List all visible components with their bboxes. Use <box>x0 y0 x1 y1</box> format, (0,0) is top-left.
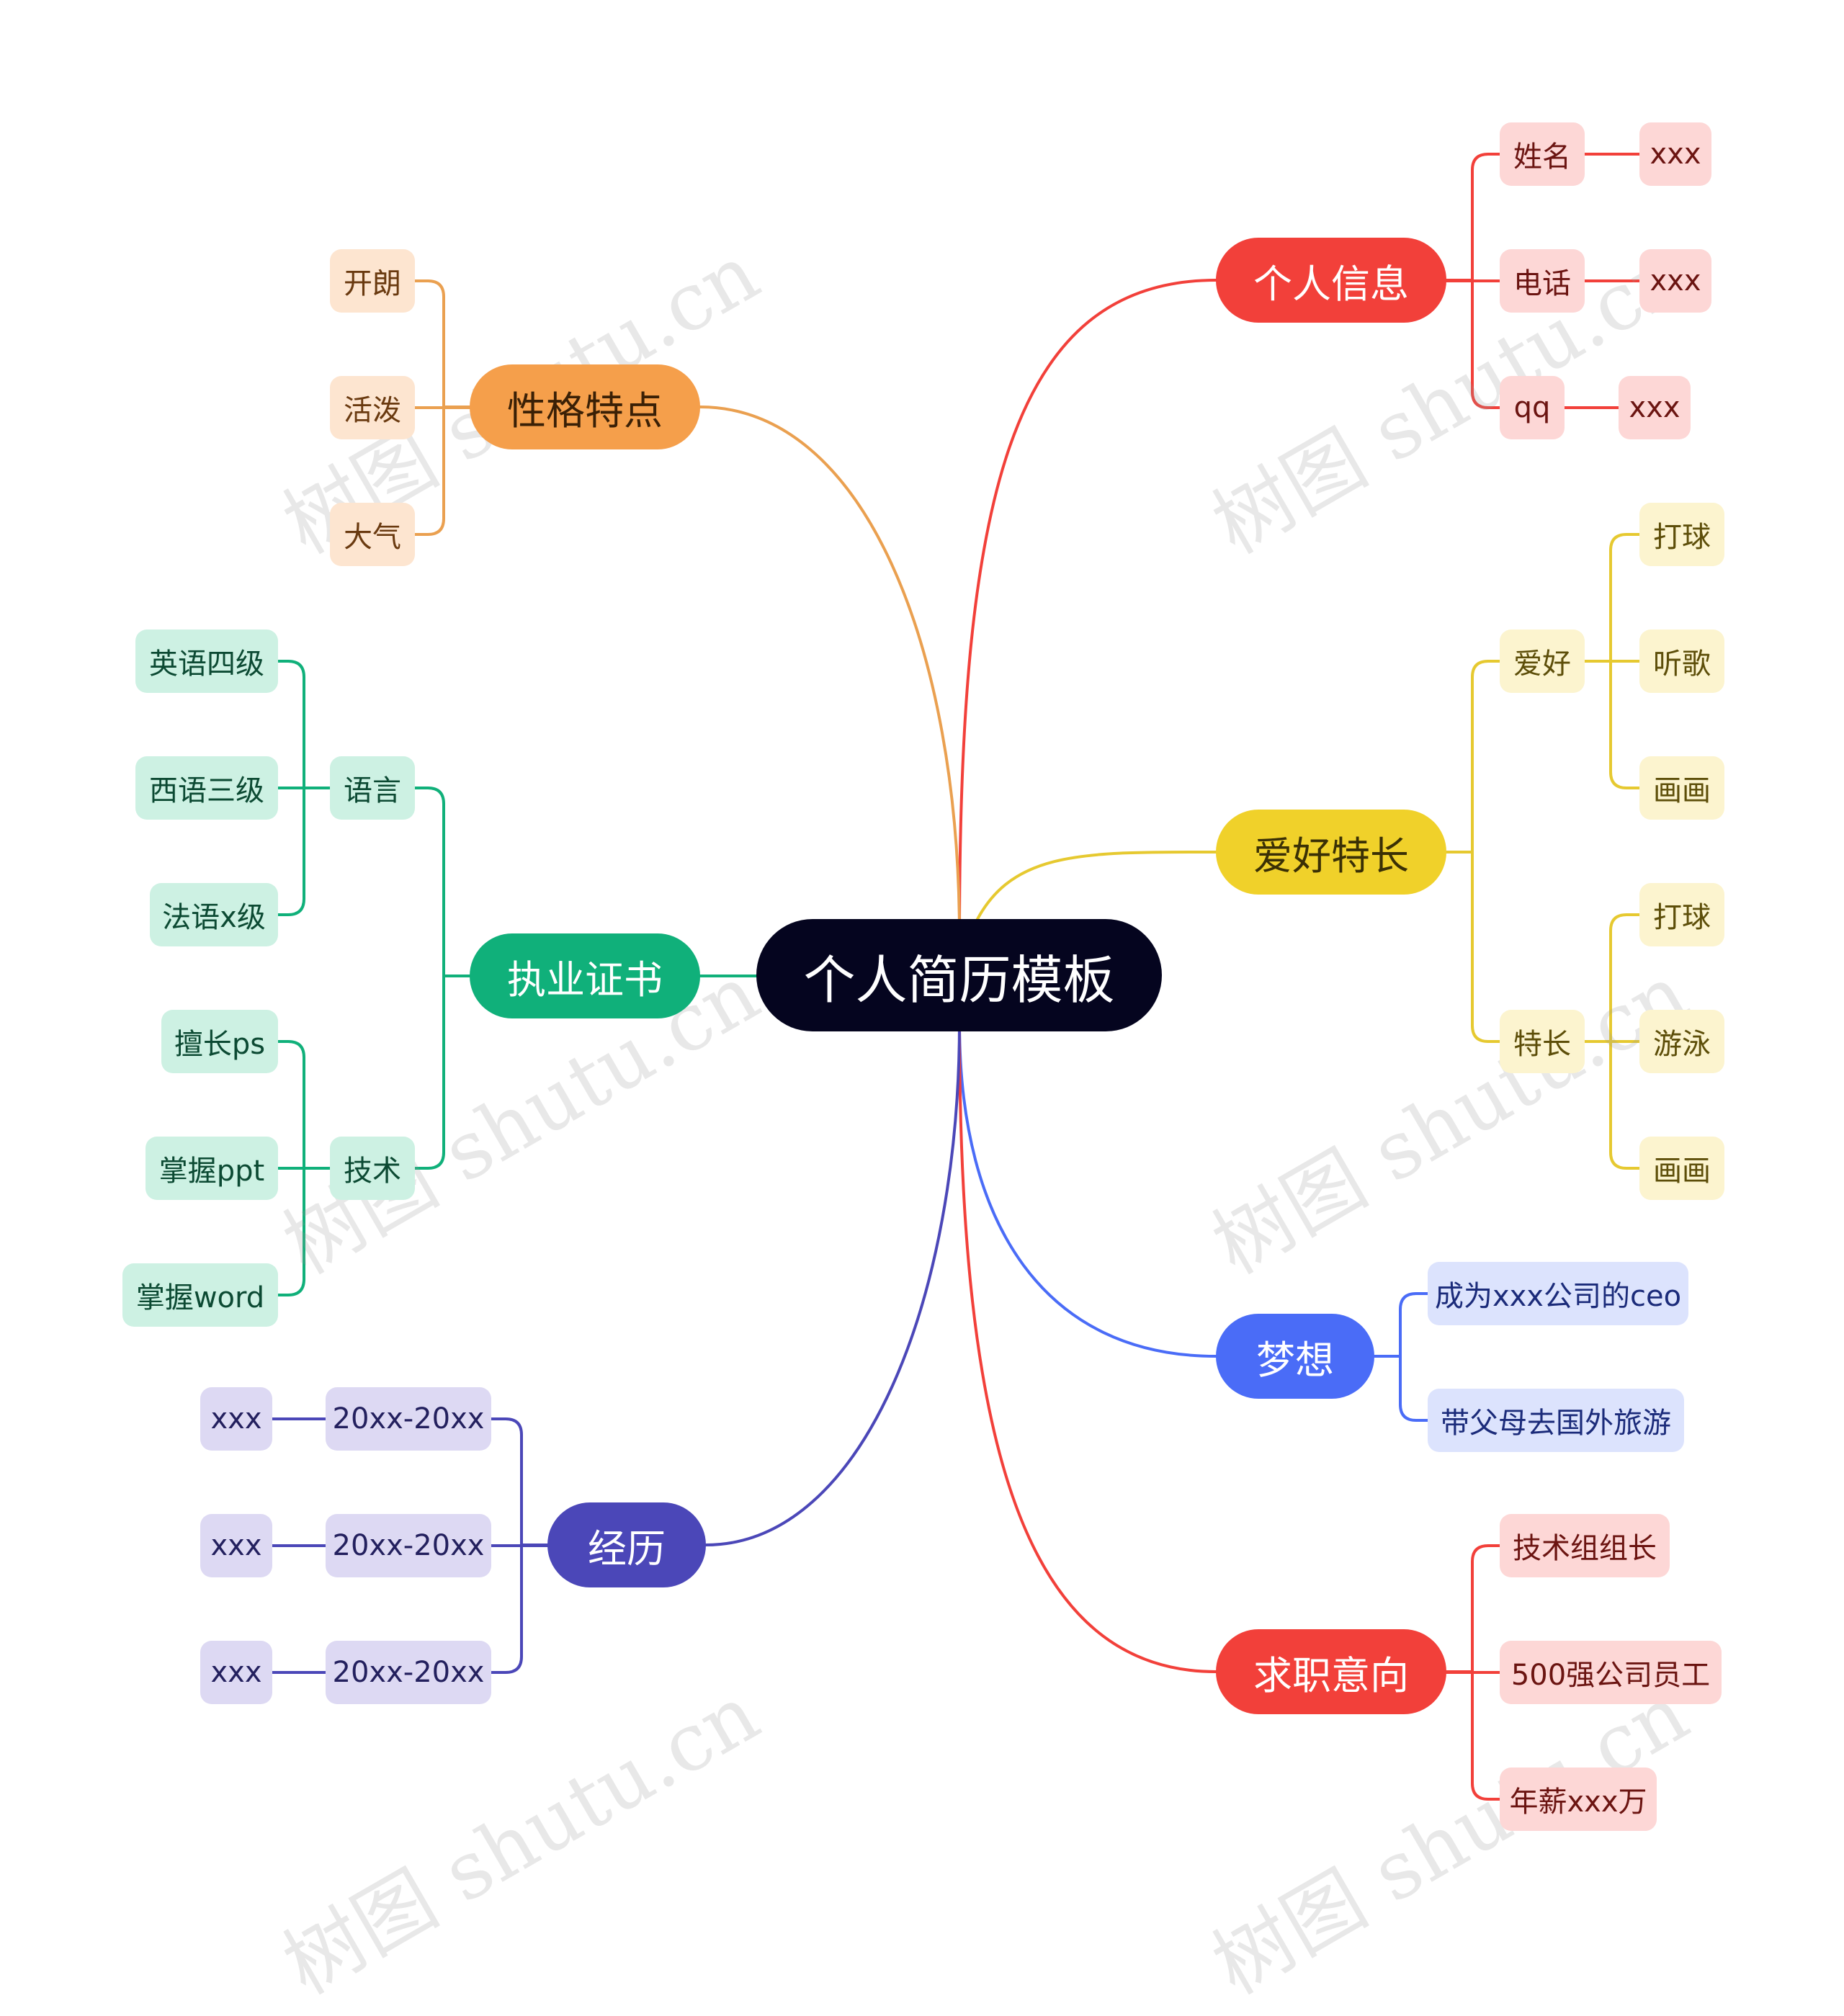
edge-root-hobby <box>971 850 1217 931</box>
personal-name-label[interactable]: 姓名 <box>1500 122 1585 186</box>
edge-personal <box>1445 279 1501 409</box>
hobby-group-specialties[interactable]: 特长 <box>1500 1010 1585 1073</box>
edge-root-job <box>958 1021 1217 1673</box>
skill-item[interactable]: 掌握word <box>122 1263 278 1327</box>
edge-root-personal <box>958 279 1217 938</box>
experience-period[interactable]: 20xx-20xx <box>326 1514 491 1577</box>
personal-qq-label[interactable]: qq <box>1500 376 1565 439</box>
branch-experience[interactable]: 经历 <box>547 1502 706 1587</box>
personal-phone-label[interactable]: 电话 <box>1500 249 1585 313</box>
edge-language-items <box>277 660 331 789</box>
personality-item[interactable]: 开朗 <box>330 249 415 313</box>
edge-cert <box>413 787 471 977</box>
experience-period[interactable]: 20xx-20xx <box>326 1387 491 1451</box>
edge-skill-items <box>277 1040 331 1170</box>
hobby-group-hobbies[interactable]: 爱好 <box>1500 630 1585 693</box>
edge-job <box>1445 1670 1501 1801</box>
personality-item[interactable]: 大气 <box>330 503 415 566</box>
edge-root-personality <box>699 406 961 938</box>
experience-detail[interactable]: xxx <box>200 1387 272 1451</box>
skill-item[interactable]: 擅长ps <box>161 1010 278 1073</box>
edge-job <box>1445 1544 1501 1673</box>
branch-personal-info[interactable]: 个人信息 <box>1216 238 1446 323</box>
edge-dream <box>1373 1292 1429 1358</box>
skill-item[interactable]: 掌握ppt <box>146 1137 278 1200</box>
hobby-item[interactable]: 听歌 <box>1639 630 1724 693</box>
edge-hobby-items <box>1583 533 1641 663</box>
dream-item[interactable]: 带父母去国外旅游 <box>1428 1389 1684 1452</box>
hobby-item[interactable]: 打球 <box>1639 503 1724 566</box>
mindmap-canvas: 树图 shutu.cn 树图 shutu.cn 树图 shutu.cn 树图 s… <box>122 122 1724 2012</box>
specialty-item[interactable]: 打球 <box>1639 883 1724 946</box>
experience-detail[interactable]: xxx <box>200 1641 272 1704</box>
edge-root-dream <box>958 1021 1217 1358</box>
hobby-item[interactable]: 画画 <box>1639 756 1724 820</box>
experience-detail[interactable]: xxx <box>200 1514 272 1577</box>
edge-root-exp <box>704 1021 961 1546</box>
edge-specialty-items <box>1583 1040 1641 1170</box>
edge-experience <box>490 1544 549 1674</box>
edge-hobby-items <box>1583 660 1641 789</box>
experience-period[interactable]: 20xx-20xx <box>326 1641 491 1704</box>
root-node[interactable]: 个人简历模板 <box>756 919 1162 1031</box>
edge-language-items <box>277 787 331 916</box>
cert-group-skills[interactable]: 技术 <box>330 1137 415 1200</box>
edge-skill-items <box>277 1167 331 1296</box>
branch-job-intention[interactable]: 求职意向 <box>1216 1629 1446 1714</box>
personality-item[interactable]: 活泼 <box>330 376 415 439</box>
dream-item[interactable]: 成为xxx公司的ceo <box>1428 1262 1688 1325</box>
edge-dream <box>1373 1355 1429 1422</box>
specialty-item[interactable]: 画画 <box>1639 1137 1724 1200</box>
specialty-item[interactable]: 游泳 <box>1639 1010 1724 1073</box>
language-item[interactable]: 西语三级 <box>135 756 278 820</box>
connector-lines <box>271 153 1641 1801</box>
edge-hobby <box>1445 660 1501 854</box>
edge-experience <box>490 1417 549 1546</box>
cert-group-language[interactable]: 语言 <box>330 756 415 820</box>
branch-dream[interactable]: 梦想 <box>1216 1314 1374 1399</box>
job-item[interactable]: 年薪xxx万 <box>1500 1768 1657 1831</box>
language-item[interactable]: 法语x级 <box>150 883 278 946</box>
edge-personality <box>413 279 471 408</box>
branch-certificates[interactable]: 执业证书 <box>470 933 700 1018</box>
edge-specialty-items <box>1583 913 1641 1043</box>
edge-cert <box>413 975 471 1170</box>
edge-personal <box>1445 153 1501 282</box>
job-item[interactable]: 500强公司员工 <box>1500 1641 1722 1704</box>
personal-name-value[interactable]: xxx <box>1639 122 1711 186</box>
job-item[interactable]: 技术组组长 <box>1500 1514 1670 1577</box>
branch-hobbies[interactable]: 爱好特长 <box>1216 810 1446 895</box>
branch-personality[interactable]: 性格特点 <box>470 364 700 449</box>
personal-qq-value[interactable]: xxx <box>1619 376 1691 439</box>
personal-phone-value[interactable]: xxx <box>1639 249 1711 313</box>
language-item[interactable]: 英语四级 <box>135 630 278 693</box>
edge-hobby <box>1445 851 1501 1043</box>
edge-personality <box>413 406 471 536</box>
